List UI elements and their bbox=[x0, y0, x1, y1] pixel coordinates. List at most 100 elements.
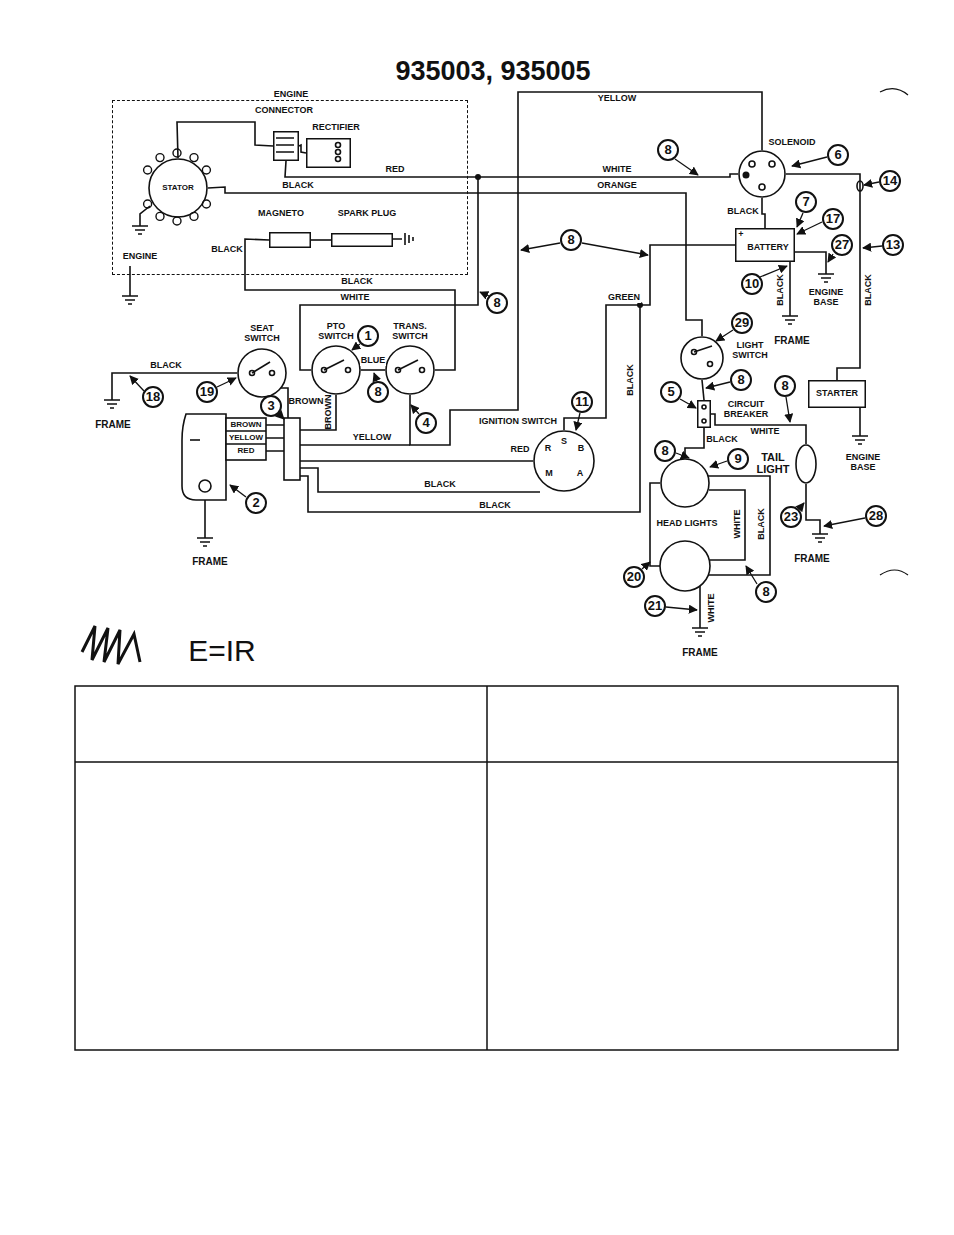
wire bbox=[398, 360, 418, 370]
wire bbox=[420, 368, 425, 373]
leader-arrow bbox=[675, 159, 698, 175]
wire-color-label: ORANGE bbox=[596, 181, 638, 191]
wire-label: E=IR bbox=[188, 634, 256, 667]
callout-number: 8 bbox=[367, 381, 389, 403]
ground-symbol bbox=[197, 538, 213, 546]
leader-arrow bbox=[828, 254, 833, 262]
leader-arrow bbox=[824, 518, 865, 526]
wire bbox=[795, 252, 826, 274]
wire-label: FRAME bbox=[95, 419, 131, 430]
ground-symbol bbox=[132, 226, 148, 234]
leader-arrow bbox=[792, 157, 827, 166]
wire-label: BLACK bbox=[150, 361, 182, 371]
wire bbox=[361, 369, 385, 371]
callout-number: 20 bbox=[623, 566, 645, 588]
answer-table bbox=[75, 686, 898, 1050]
stator-coil bbox=[144, 149, 211, 225]
component-label: S bbox=[561, 437, 567, 447]
leader-arrow bbox=[642, 562, 650, 569]
wire-label: WHITE bbox=[732, 509, 742, 538]
connector-block: CONNECTOR bbox=[273, 131, 299, 161]
answer-table bbox=[75, 686, 898, 1050]
wire bbox=[759, 184, 765, 190]
callout-number: 8 bbox=[654, 440, 676, 462]
ground-symbol bbox=[692, 628, 708, 636]
wire bbox=[281, 388, 288, 418]
trans-switch: TRANS. SWITCH bbox=[385, 345, 435, 395]
leader-arrow bbox=[864, 182, 879, 185]
leader-arrow bbox=[786, 397, 790, 422]
wire-label: BLACK bbox=[757, 508, 767, 540]
wire bbox=[276, 138, 294, 152]
wire-label: BROWN bbox=[323, 394, 333, 429]
wire bbox=[789, 262, 791, 316]
page-corner-mark bbox=[880, 89, 908, 575]
wire-label: BLACK bbox=[626, 363, 636, 397]
spark-plug: SPARK PLUG bbox=[331, 233, 393, 247]
wire-label: + bbox=[738, 230, 743, 240]
leader-arrow bbox=[582, 243, 648, 255]
wire bbox=[859, 408, 861, 436]
wire bbox=[285, 161, 738, 177]
component-label: TAIL LIGHT bbox=[753, 451, 793, 475]
battery: BATTERY bbox=[735, 228, 795, 262]
wire-color-label: YELLOW bbox=[597, 94, 638, 104]
callout-number: 8 bbox=[560, 229, 582, 251]
node-outline bbox=[311, 345, 361, 395]
wire bbox=[252, 362, 270, 373]
node-outline bbox=[796, 445, 816, 483]
wire-label: RED bbox=[510, 445, 529, 455]
leader-arrow bbox=[797, 213, 803, 227]
wire bbox=[300, 460, 533, 462]
wire bbox=[226, 431, 266, 444]
callout-number: 19 bbox=[196, 381, 218, 403]
junction-dot bbox=[743, 172, 750, 179]
leader-arrow bbox=[863, 246, 882, 248]
wire bbox=[324, 360, 344, 370]
wire bbox=[190, 439, 200, 441]
callout-number: 10 bbox=[741, 273, 763, 295]
wire bbox=[786, 174, 860, 380]
leader-arrow bbox=[666, 607, 697, 610]
wire-label: BLACK bbox=[479, 501, 511, 511]
wire bbox=[300, 468, 540, 492]
callout-number: 3 bbox=[260, 395, 282, 417]
leader-arrow bbox=[797, 222, 822, 234]
component-label: STARTER bbox=[816, 389, 858, 399]
wire bbox=[336, 150, 341, 155]
tail-light: TAIL LIGHT bbox=[795, 444, 817, 484]
wire bbox=[336, 143, 341, 148]
leader-arrow bbox=[130, 157, 882, 610]
leader-arrow bbox=[279, 414, 284, 419]
wire-color-label: BLUE bbox=[360, 356, 387, 366]
wire bbox=[660, 541, 710, 591]
wire bbox=[762, 198, 765, 228]
wire-label: YELLOW bbox=[353, 433, 392, 443]
component-label: R bbox=[545, 444, 552, 454]
component-label: SEAT SWITCH bbox=[240, 324, 284, 344]
wire-color-label: BLACK bbox=[705, 435, 739, 445]
wire-label: BLACK bbox=[211, 245, 243, 255]
wire bbox=[694, 346, 712, 352]
component-label: PTO SWITCH bbox=[314, 322, 358, 342]
component-label: MAGNETO bbox=[258, 209, 304, 219]
wire bbox=[702, 419, 706, 423]
node-outline bbox=[386, 346, 434, 394]
ground-symbol bbox=[104, 400, 120, 408]
leader-arrow bbox=[706, 382, 730, 388]
wire bbox=[702, 380, 704, 400]
component-label: CIRCUIT BREAKER bbox=[721, 400, 771, 420]
leader-arrow bbox=[230, 485, 246, 497]
head-light: HEAD LIGHTS bbox=[660, 458, 710, 508]
callout-number: 17 bbox=[822, 208, 844, 230]
wire bbox=[749, 161, 755, 167]
leader-arrow bbox=[352, 344, 360, 350]
wire bbox=[199, 480, 211, 492]
component-label: BATTERY bbox=[747, 243, 789, 253]
wire-color-label: GREEN bbox=[607, 293, 641, 303]
stator-coil bbox=[173, 217, 181, 225]
wire bbox=[226, 418, 266, 460]
ground-symbol bbox=[812, 534, 828, 542]
